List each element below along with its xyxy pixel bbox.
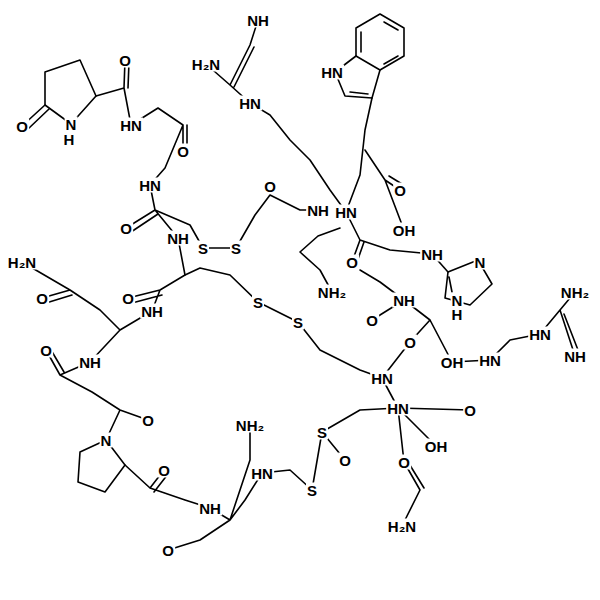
atom-label: O: [263, 179, 277, 194]
atom-label: O: [397, 455, 411, 470]
atom-label: O: [176, 144, 190, 159]
atom-label: NH: [78, 355, 102, 370]
atom-label: OH: [424, 439, 449, 454]
ring-bond: [78, 440, 125, 492]
atom-label: N: [474, 255, 487, 270]
atom-label: NH: [140, 304, 164, 319]
atom-label: O: [463, 403, 477, 418]
atom-label: HN: [334, 205, 358, 220]
atom-label: S: [197, 241, 209, 256]
bond: [22, 262, 152, 362]
atom-label: NH: [392, 293, 416, 308]
atom-label: O: [365, 313, 379, 328]
atom-label: NH₂: [560, 285, 590, 300]
atom-label: O: [118, 53, 132, 68]
atom-label: NH: [198, 501, 222, 516]
atom-label: H: [63, 132, 76, 147]
atom-label: O: [338, 453, 352, 468]
bond: [360, 270, 452, 362]
atom-label: O: [121, 291, 135, 306]
atom-label: OH: [392, 223, 417, 238]
atom-label: O: [39, 343, 53, 358]
atom-label: H₂N: [387, 519, 417, 534]
bond: [262, 408, 398, 490]
bond: [206, 20, 346, 212]
atom-label: S: [292, 315, 304, 330]
atom-label: HN: [238, 96, 262, 111]
bond: [300, 228, 340, 292]
bond: [382, 342, 490, 446]
atom-label: NH: [306, 203, 330, 218]
atom-label: NH₂: [317, 285, 347, 300]
atom-label: HN: [138, 178, 162, 193]
atom-label: O: [141, 413, 155, 428]
atom-label: N: [100, 433, 113, 448]
atom-label: N: [65, 117, 78, 132]
atom-label: HN: [320, 65, 344, 80]
ring-bond: [356, 14, 404, 70]
atom-label: NH: [166, 231, 190, 246]
atom-label: H₂N: [7, 255, 37, 270]
bond: [346, 212, 432, 262]
atom-label: HN: [370, 371, 394, 386]
bond: [46, 350, 148, 440]
atom-label: HN: [386, 401, 410, 416]
atom-label: N: [451, 293, 464, 308]
bond: [126, 185, 203, 248]
disulfide-bond: [185, 268, 382, 378]
atom-label: OH: [440, 355, 465, 370]
atom-label: H₂N: [191, 57, 221, 72]
atom-label: HN: [119, 118, 143, 133]
atom-label: HN: [528, 327, 552, 342]
atom-label: NH₂: [235, 418, 265, 433]
atom-label: O: [157, 463, 171, 478]
atom-label: H: [451, 307, 464, 322]
bond: [168, 425, 262, 550]
atom-label: O: [161, 543, 175, 558]
bond: [96, 60, 131, 125]
atom-label: NH: [563, 349, 587, 364]
atom-label: O: [345, 255, 359, 270]
atom-label: S: [252, 295, 264, 310]
atom-label: O: [403, 335, 417, 350]
atom-label: O: [15, 119, 29, 134]
bond: [128, 238, 185, 311]
atom-label: S: [306, 483, 318, 498]
ring-bond: [45, 60, 96, 124]
atom-label: NH: [246, 13, 270, 28]
atom-label: HN: [250, 466, 274, 481]
atom-label: O: [35, 291, 49, 306]
atom-label: HN: [478, 353, 502, 368]
atom-label: S: [316, 425, 328, 440]
atom-label: O: [119, 221, 133, 236]
atom-label: S: [230, 241, 242, 256]
atom-label: O: [393, 183, 407, 198]
bond: [398, 408, 470, 526]
disulfide-bond: [203, 195, 318, 248]
atom-label: NH: [420, 247, 444, 262]
